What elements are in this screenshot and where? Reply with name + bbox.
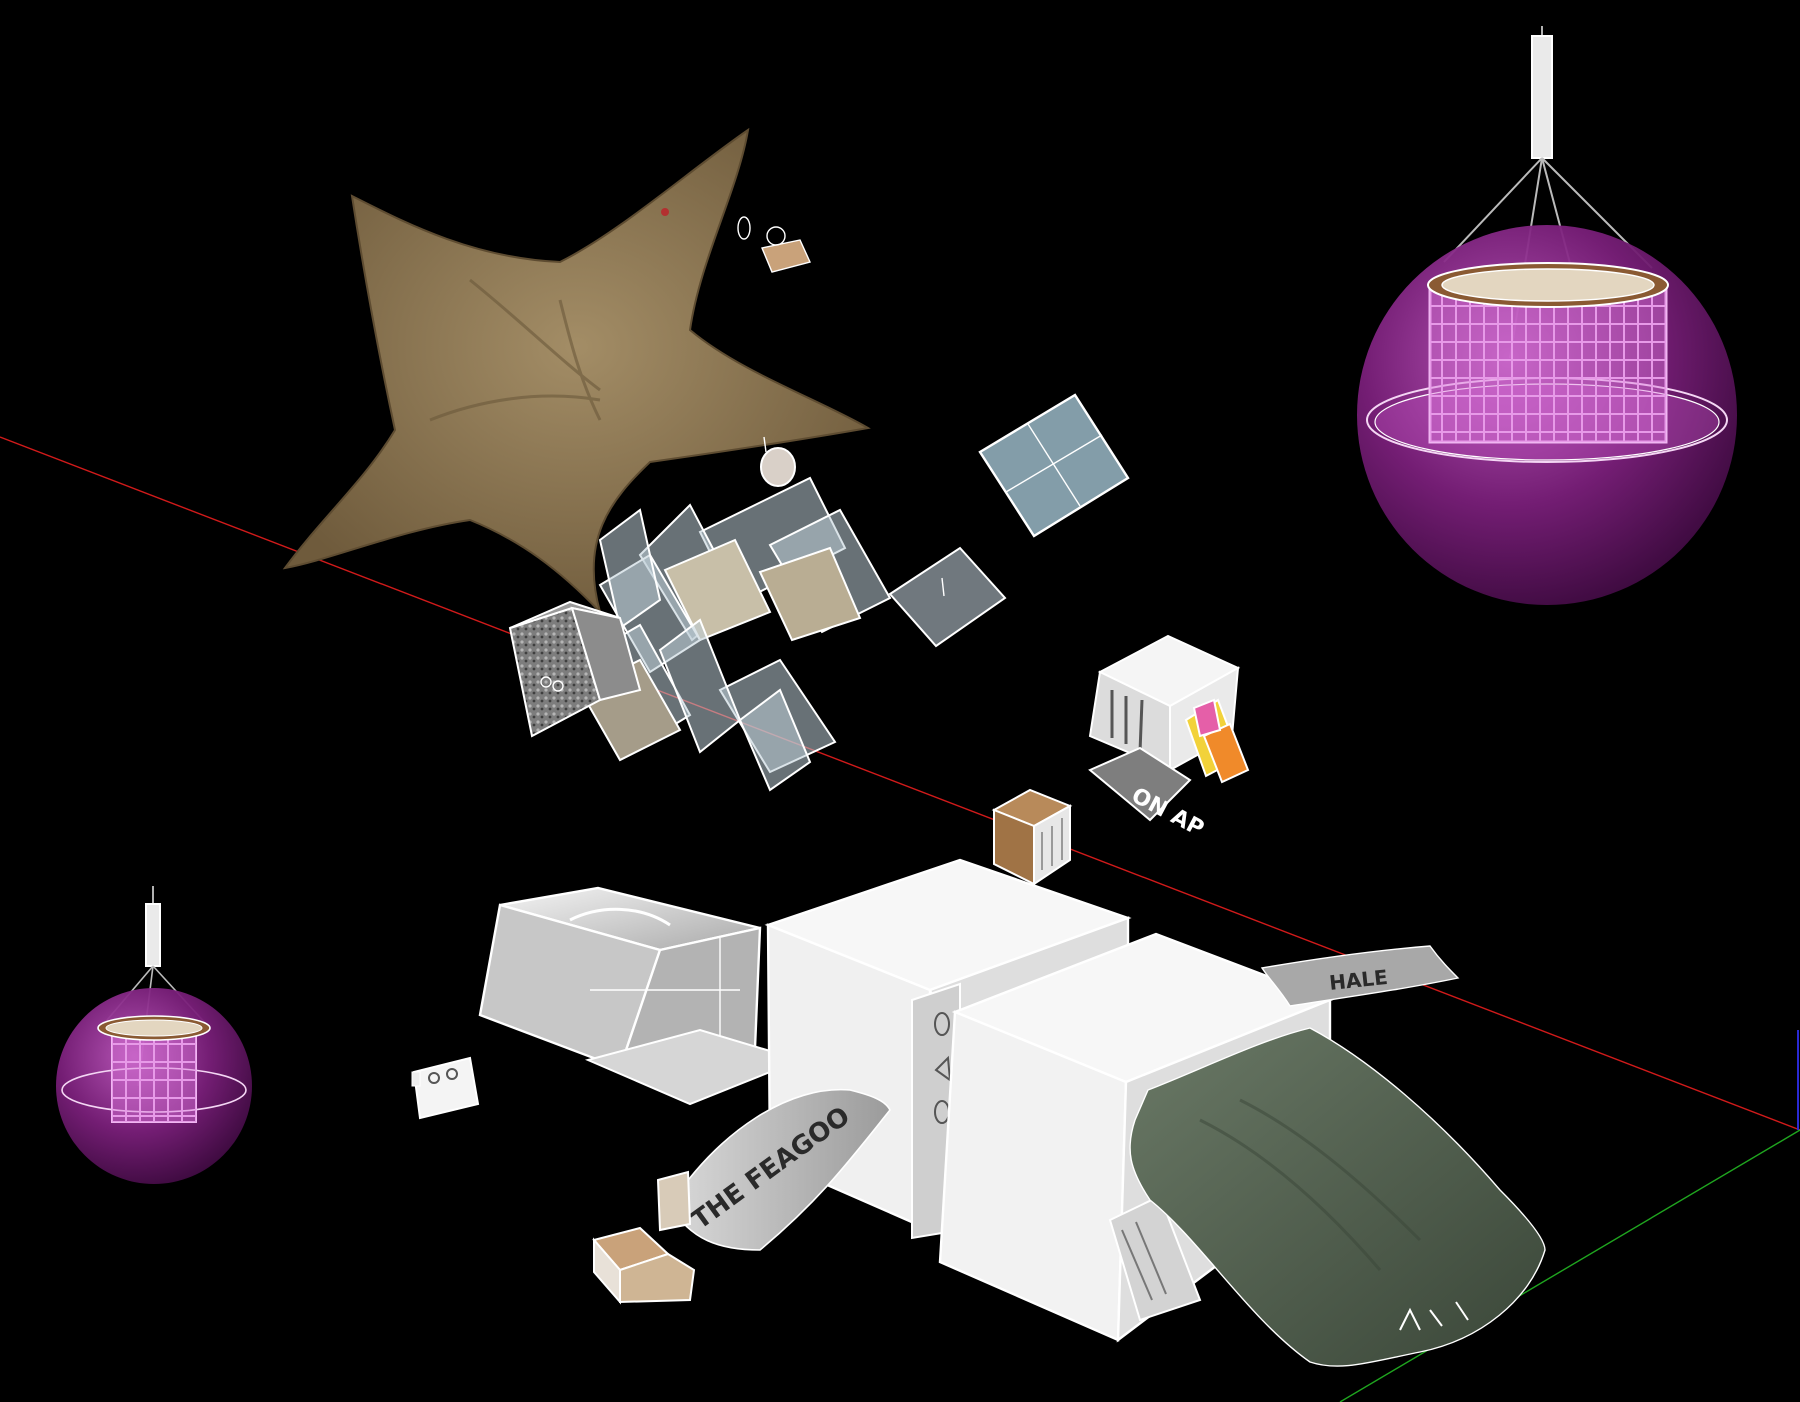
printed-banner-right[interactable]: HALE (1260, 945, 1460, 1007)
buoy-small[interactable] (56, 886, 252, 1184)
green-blanket[interactable] (1129, 1027, 1546, 1367)
outlet-block[interactable] (411, 1056, 480, 1120)
buoy-large[interactable] (1357, 26, 1737, 605)
cloth-icon (1129, 1027, 1546, 1367)
drum-part[interactable] (760, 436, 796, 487)
green-axis (1339, 1129, 1800, 1402)
starfish-model[interactable] (282, 127, 871, 613)
wood-cabinet[interactable] (991, 788, 1073, 886)
translucent-box[interactable] (478, 886, 762, 1070)
book-shelf[interactable]: ON AP (1088, 634, 1250, 842)
small-ring-part[interactable] (737, 216, 811, 273)
glass-panel-cluster[interactable] (508, 393, 1130, 792)
wood-crate[interactable] (592, 1170, 696, 1305)
